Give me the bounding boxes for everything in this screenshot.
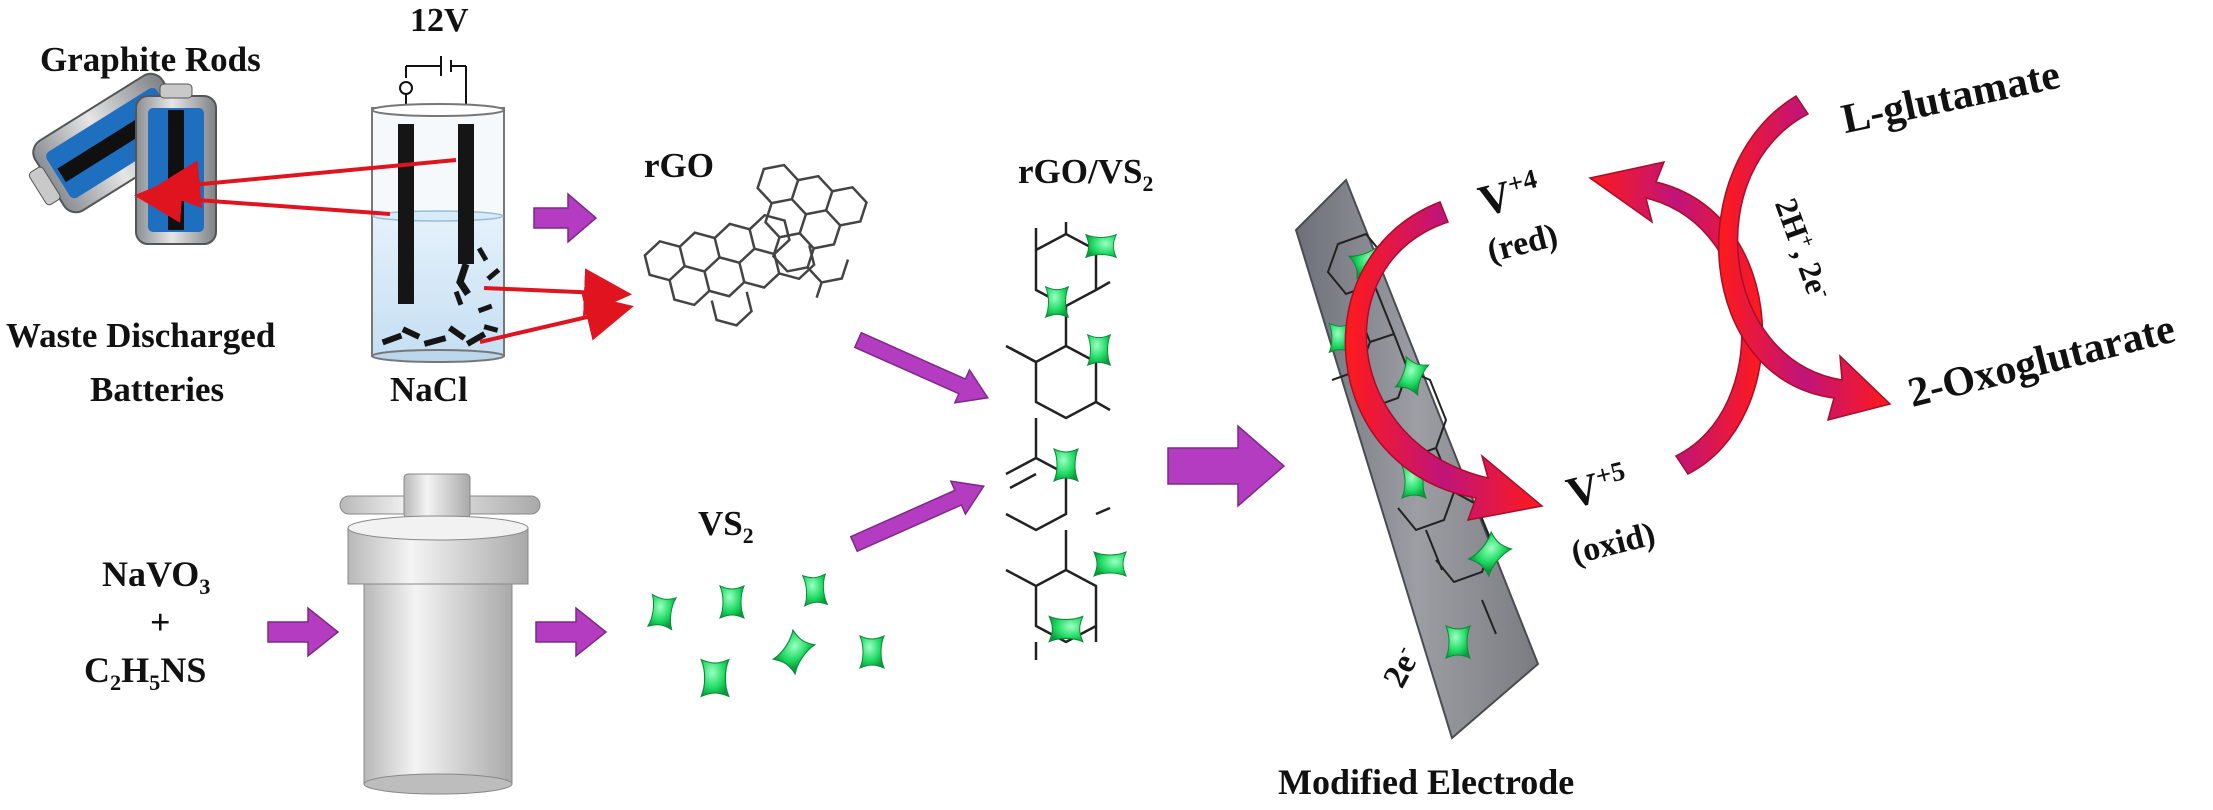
ns-symbol: NS <box>160 650 207 690</box>
vs2-label-sub: 2 <box>742 524 754 548</box>
c-count: 2 <box>110 670 122 696</box>
h-symbol: H <box>121 650 150 690</box>
composite-label: rGO/VS2 <box>1018 154 1153 196</box>
vs2-label-main: VS <box>698 504 743 543</box>
redox-arrows <box>1344 94 1892 521</box>
voltage-label: 12V <box>410 2 469 39</box>
transfer-lines <box>134 158 634 344</box>
vs2-flakes <box>647 573 885 698</box>
waste-batteries-label-line1: Waste Discharged <box>6 316 276 355</box>
precursor-plus: + <box>150 602 171 642</box>
arrow-glutamate-to-oxoglutarate <box>1717 94 1892 422</box>
graphite-rods-label: Graphite Rods <box>40 40 261 79</box>
composite-label-main: rGO/VS <box>1018 152 1143 191</box>
electrolysis-cell <box>371 56 505 363</box>
vs2-label: VS2 <box>698 506 754 548</box>
navo3-sub: 3 <box>199 574 211 600</box>
arrow-cell-to-rgo <box>533 192 598 244</box>
rgo-label: rGO <box>644 146 714 185</box>
modified-electrode-label: Modified Electrode <box>1278 762 1575 802</box>
arrow-autoclave-to-vs2 <box>535 606 608 658</box>
waste-batteries-label-line2: Batteries <box>90 370 225 409</box>
battery-graphic <box>28 72 217 245</box>
arrow-v4-to-v5 <box>1344 201 1544 521</box>
arrow-composite-to-electrode <box>1167 424 1286 508</box>
autoclave <box>339 473 541 795</box>
h-count: 5 <box>149 670 161 696</box>
arrow-precursor-to-autoclave <box>267 606 340 658</box>
nacl-label: NaCl <box>390 370 468 409</box>
arrow-vs2-to-composite <box>849 480 985 553</box>
composite-strip <box>1005 222 1127 660</box>
c-symbol: C <box>84 650 110 690</box>
precursor-navo3: NaVO3 <box>102 556 210 599</box>
navo3-main: NaVO <box>102 554 200 594</box>
process-arrows <box>267 192 1286 658</box>
rgo-sheets <box>643 163 868 327</box>
arrow-rgo-to-composite <box>853 331 989 404</box>
composite-label-sub: 2 <box>1142 172 1154 196</box>
precursor-thioacetamide: C2H5NS <box>84 652 206 695</box>
